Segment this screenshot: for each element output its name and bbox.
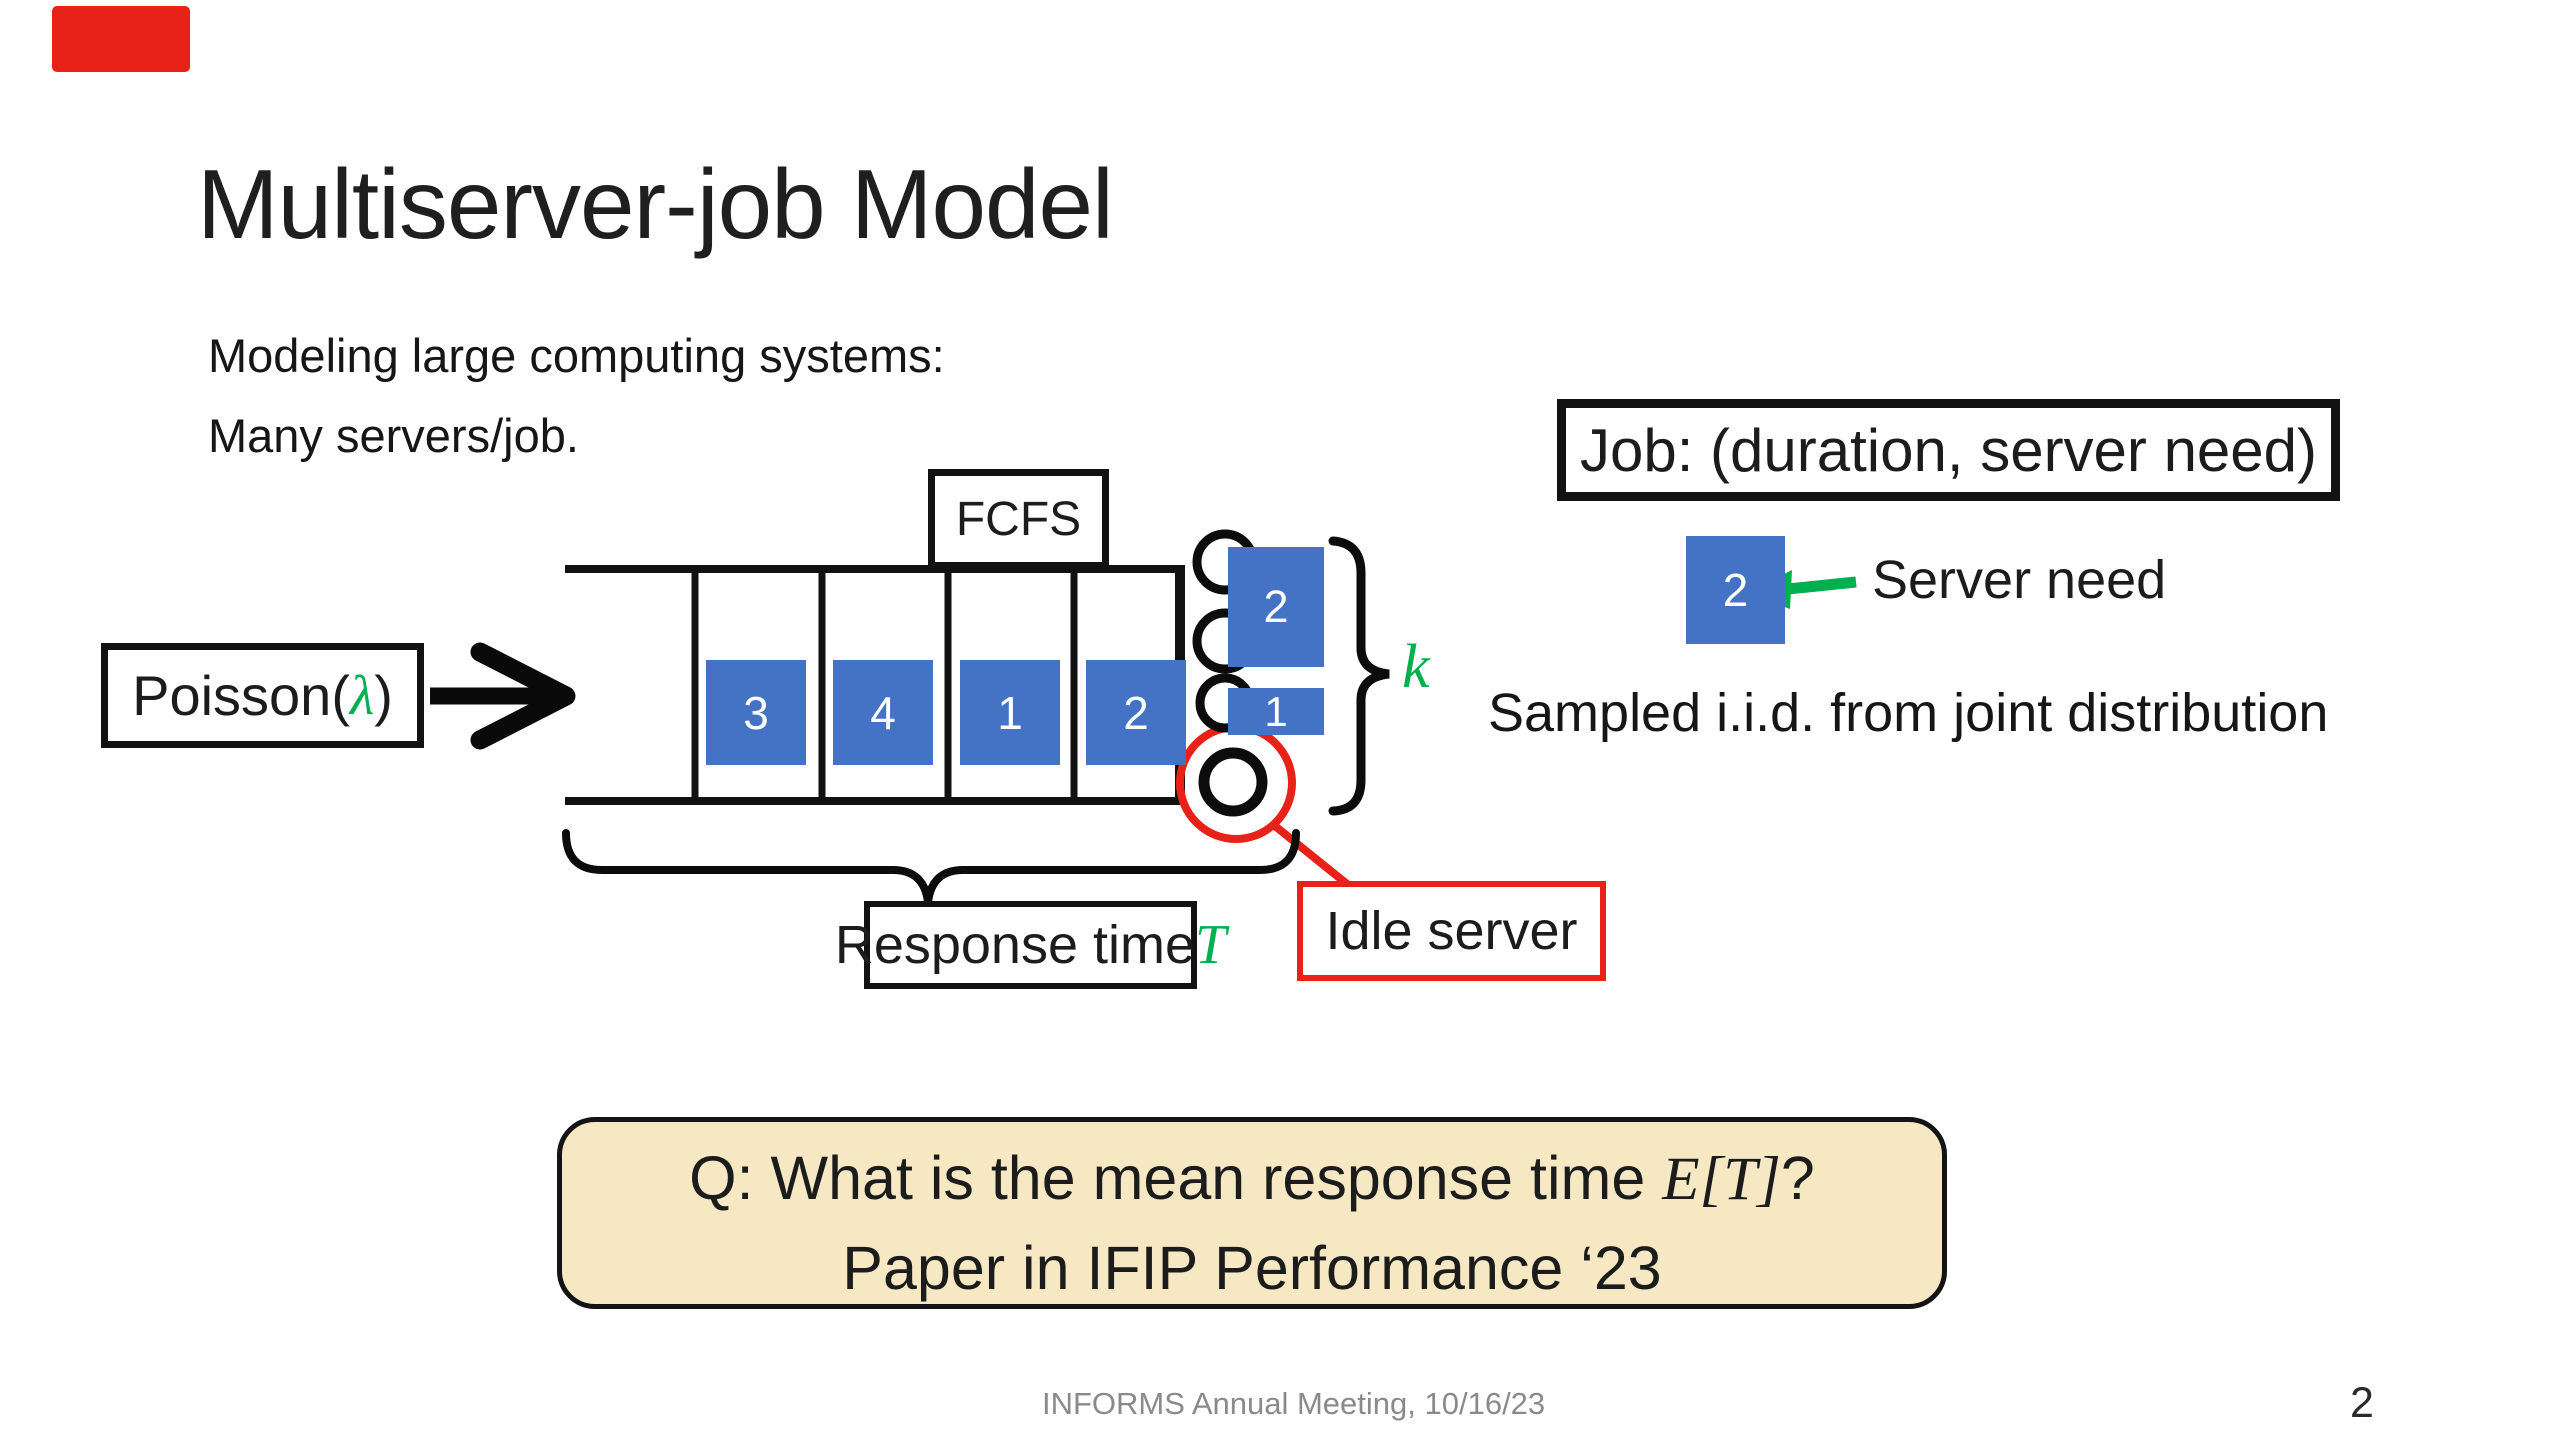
lambda-symbol: λ: [349, 664, 375, 727]
question-line-2: Paper in IFIP Performance ‘23: [842, 1234, 1662, 1302]
question-text: Q: What is the mean response time: [689, 1144, 1663, 1212]
footer-text: INFORMS Annual Meeting, 10/16/23: [1042, 1386, 1546, 1421]
idle-server-label: Idle server: [1325, 901, 1578, 961]
response-time-symbol: T: [1195, 914, 1227, 976]
server-need-example-box: 2: [1686, 536, 1785, 644]
response-time-brace: [562, 829, 1300, 903]
queued-job-4: 2: [1086, 660, 1186, 765]
server-need-arrow-shaft: [1787, 576, 1857, 595]
queued-job-3: 1: [960, 660, 1060, 765]
queued-job-1: 3: [706, 660, 806, 765]
queued-job-2: 4: [833, 660, 933, 765]
poisson-label-prefix: Poisson(: [132, 664, 350, 727]
subtitle-line-2: Many servers/job.: [208, 409, 579, 462]
fcfs-discipline-box: FCFS: [928, 469, 1109, 569]
question-box: Q: What is the mean response time E[T]? …: [557, 1117, 1947, 1309]
subtitle: Modeling large computing systems: Many s…: [208, 316, 945, 476]
poisson-label-suffix: ): [374, 664, 393, 727]
expected-response-math: E[T]: [1662, 1146, 1781, 1213]
fcfs-label: FCFS: [955, 492, 1082, 546]
subtitle-line-1: Modeling large computing systems:: [208, 329, 945, 382]
red-overlay-marker: [52, 6, 190, 72]
server-need-label: Server need: [1872, 550, 2167, 610]
job-definition-label: Job: (duration, server need): [1579, 416, 2318, 484]
in-service-job-1: 2: [1228, 547, 1324, 667]
sampling-note: Sampled i.i.d. from joint distribution: [1488, 683, 2329, 743]
server-count-brace: [1328, 536, 1390, 816]
arrival-arrowhead-icon: [470, 642, 576, 750]
page-title: Multiserver-job Model: [197, 149, 1114, 259]
question-line-1: Q: What is the mean response time E[T]?: [562, 1134, 1942, 1224]
page-number: 2: [2350, 1379, 2374, 1427]
question-mark: ?: [1780, 1144, 1815, 1212]
idle-server-box: Idle server: [1297, 881, 1606, 981]
in-service-job-2: 1: [1228, 688, 1324, 735]
idle-server-circle: [1198, 747, 1268, 817]
poisson-arrival-box: Poisson(λ): [101, 643, 424, 748]
response-time-box: Response time T: [835, 901, 1226, 989]
job-definition-box: Job: (duration, server need): [1557, 399, 2340, 501]
idle-pointer-line: [1272, 822, 1355, 892]
server-count-symbol: k: [1402, 633, 1430, 701]
response-time-label: Response time: [834, 915, 1196, 975]
